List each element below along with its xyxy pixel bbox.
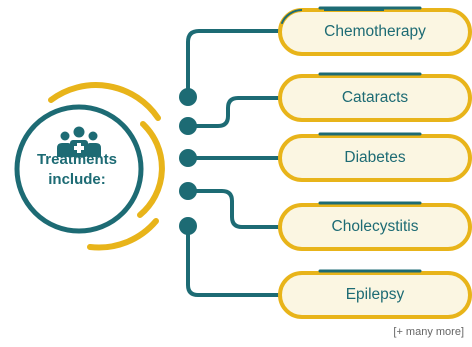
treatment-label-diabetes: Diabetes [344,149,406,166]
footnote: [+ many more] [393,326,464,338]
dot-chemotherapy [179,88,197,106]
pill-cholecystitis [278,203,472,251]
gold-arc-top [48,82,161,121]
connector-cholecystitis [188,189,286,229]
connectors [186,29,286,297]
pill-epilepsy [278,271,472,319]
center-title-line1: Treatments [36,151,118,168]
dot-cholecystitis [179,182,197,200]
connector-epilepsy [186,226,286,297]
treatment-label-epilepsy: Epilepsy [345,286,405,303]
gold-arc-bottom [87,218,159,251]
connector-chemotherapy [186,29,286,97]
treatment-label-cholecystitis: Cholecystitis [331,218,419,235]
treatment-label-chemotherapy: Chemotherapy [324,23,426,40]
connector-dots [179,88,197,235]
gold-arc-right [137,121,165,218]
center-title: Treatments include: [22,150,132,190]
medical-team-icon [57,126,101,157]
center-hub [14,82,165,251]
pill-chemotherapy [278,8,472,56]
dot-epilepsy [179,217,197,235]
treatment-label-cataracts: Cataracts [341,89,409,106]
dot-diabetes [179,149,197,167]
connector-cataracts [188,96,286,128]
dot-cataracts [179,117,197,135]
pill-diabetes [278,134,472,182]
pill-accents [318,6,422,273]
center-circle [14,104,144,234]
center-title-line2: include: [48,171,106,188]
pill-cataracts [278,74,472,122]
